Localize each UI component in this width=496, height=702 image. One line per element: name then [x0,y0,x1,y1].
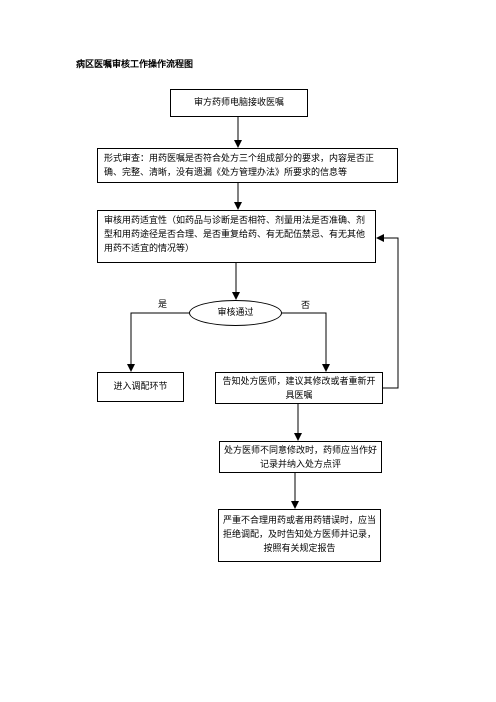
node-appropriateness-label: 审核用药适宜性（如药品与诊断是否相符、剂量用法是否准确、剂型和用药途径是否合理、… [104,216,366,254]
node-receive-label: 审方药师电脑接收医嘱 [193,98,284,108]
arrow-no-to-notify [282,312,330,372]
node-dispense-label: 进入调配环节 [113,382,168,392]
node-notify-label: 告知处方医师，建议其修改或者重新开具医嘱 [222,377,376,401]
decision-approved: 审核通过 [189,300,282,326]
node-appropriateness-review: 审核用药适宜性（如药品与诊断是否相符、剂量用法是否准确、剂型和用药途径是否合理、… [97,210,376,263]
node-formal-review: 形式审查：用药医嘱是否符合处方三个组成部分的要求，内容是否正确、完整、清晰，没有… [97,148,398,183]
page-title: 病区医嘱审核工作操作流程图 [76,60,194,70]
node-formal-label: 形式审查：用药医嘱是否符合处方三个组成部分的要求，内容是否正确、完整、清晰，没有… [104,154,375,178]
node-notify-physician: 告知处方医师，建议其修改或者重新开具医嘱 [215,372,383,404]
node-record-label: 处方医师不同意修改时，药师应当作好记录并纳入处方点评 [224,446,378,470]
edge-label-yes: 是 [158,300,168,310]
decision-label: 审核通过 [217,308,254,318]
node-record-review: 处方医师不同意修改时，药师应当作好记录并纳入处方点评 [219,441,382,473]
node-dispense: 进入调配环节 [97,372,184,402]
node-refuse-dispense: 严重不合理用药或者用药错误时，应当拒绝调配，及时告知处方医师并记录，按照有关规定… [218,509,381,562]
node-refuse-label: 严重不合理用药或者用药错误时，应当拒绝调配，及时告知处方医师并记录，按照有关规定… [223,516,377,554]
arrow-notify-loop-back [376,234,399,389]
edge-label-no: 否 [301,301,311,311]
node-receive-prescription: 审方药师电脑接收医嘱 [170,89,308,117]
arrow-yes-to-dispense [127,312,189,372]
